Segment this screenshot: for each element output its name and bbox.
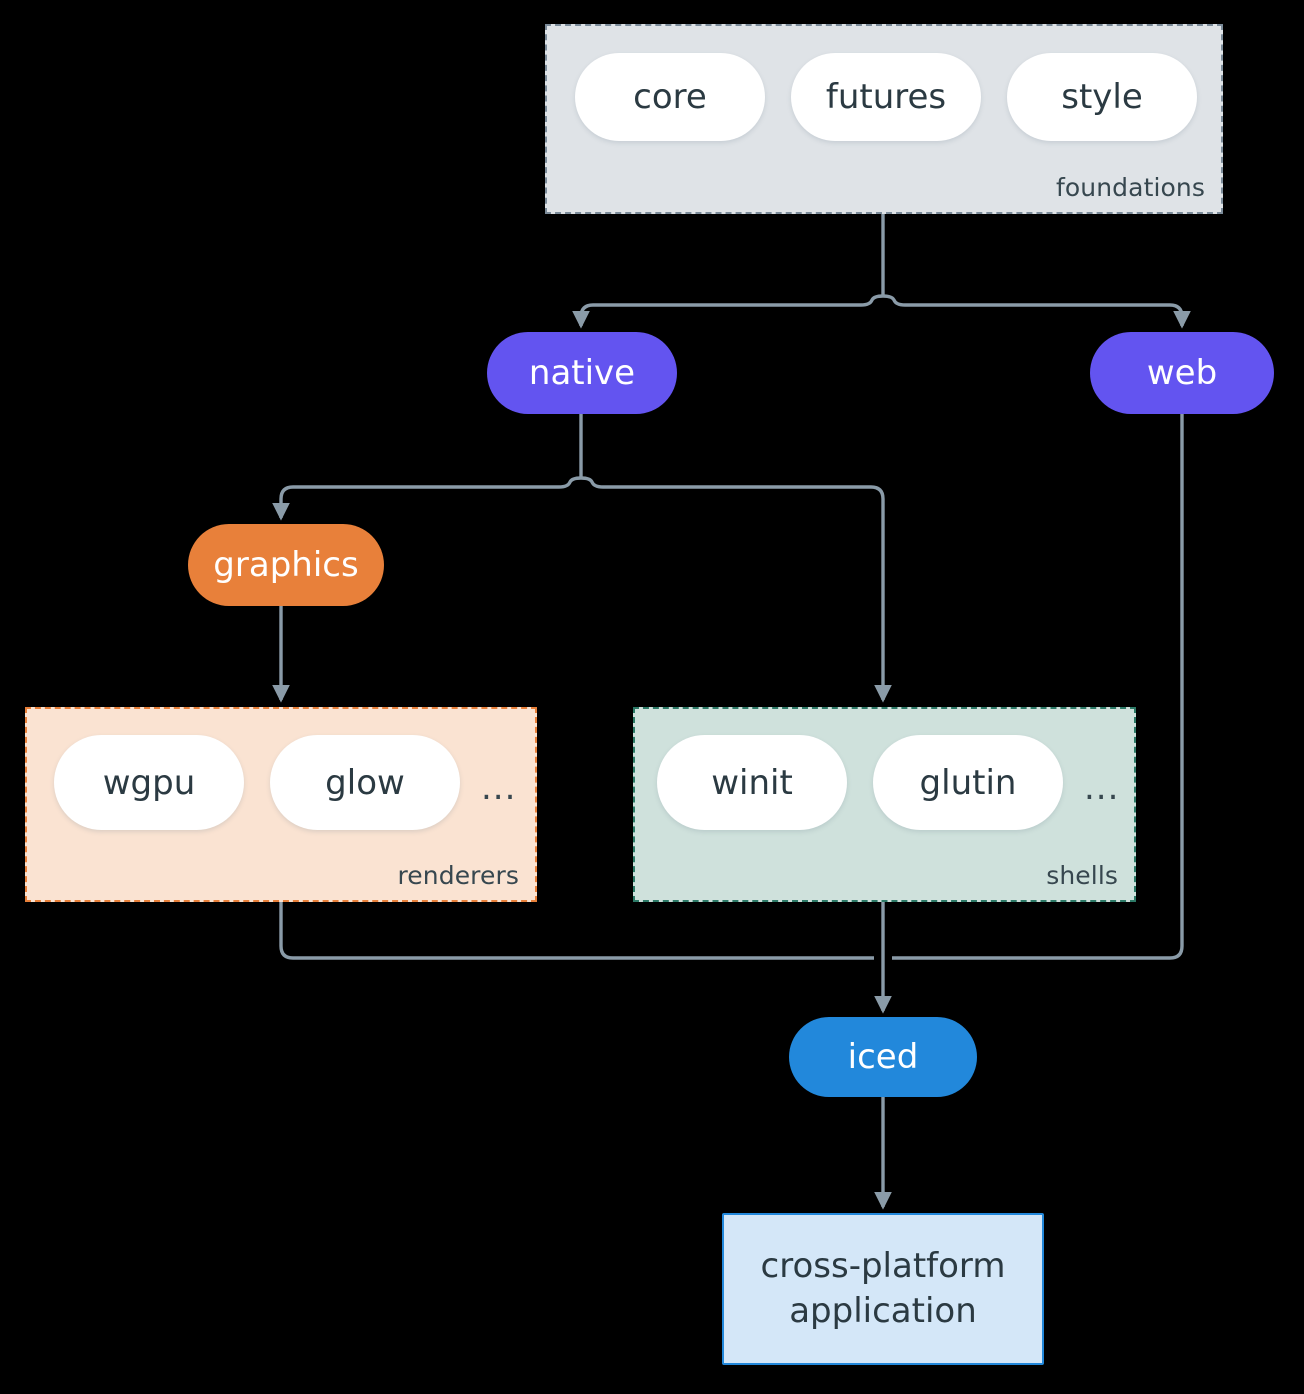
node-iced-label: iced: [847, 1037, 919, 1077]
edge-renderers-to-iced: [279, 902, 874, 960]
edge-foundations-to-native: [572, 294, 884, 329]
node-graphics[interactable]: graphics: [188, 524, 384, 606]
pill-core[interactable]: core: [575, 53, 765, 141]
pill-futures-label: futures: [825, 77, 947, 117]
group-shells-label: shells: [1046, 861, 1118, 890]
group-renderers-label: renderers: [397, 861, 519, 890]
edge-native-to-graphics: [272, 476, 582, 521]
edge-native-to-shells: [580, 476, 892, 703]
edge-foundations-to-web: [882, 294, 1191, 329]
group-renderers: wgpu glow ... renderers: [25, 707, 537, 902]
group-foundations: core futures style foundations: [545, 24, 1223, 214]
pill-wgpu[interactable]: wgpu: [54, 735, 244, 830]
pill-glutin[interactable]: glutin: [873, 735, 1063, 830]
node-application-line1: cross-platform: [760, 1246, 1006, 1287]
pill-glow[interactable]: glow: [270, 735, 460, 830]
node-application-line2: application: [789, 1291, 977, 1331]
shells-more-ellipsis: ...: [1084, 768, 1120, 808]
node-iced[interactable]: iced: [789, 1017, 977, 1097]
pill-glow-label: glow: [325, 762, 405, 803]
pill-style-label: style: [1061, 77, 1143, 117]
node-graphics-label: graphics: [213, 545, 359, 585]
group-shells: winit glutin ... shells: [633, 707, 1136, 902]
renderers-more-ellipsis: ...: [481, 768, 517, 808]
pill-wgpu-label: wgpu: [102, 762, 196, 803]
pill-winit-label: winit: [711, 762, 793, 803]
pill-winit[interactable]: winit: [657, 735, 847, 830]
node-web-label: web: [1146, 353, 1218, 393]
pill-style[interactable]: style: [1007, 53, 1197, 141]
pill-core-label: core: [633, 77, 707, 117]
node-application[interactable]: cross-platform application: [722, 1213, 1044, 1365]
pill-futures[interactable]: futures: [791, 53, 981, 141]
node-web[interactable]: web: [1090, 332, 1274, 414]
group-foundations-label: foundations: [1056, 173, 1205, 202]
node-native[interactable]: native: [487, 332, 677, 414]
node-native-label: native: [528, 353, 636, 393]
pill-glutin-label: glutin: [919, 762, 1017, 803]
